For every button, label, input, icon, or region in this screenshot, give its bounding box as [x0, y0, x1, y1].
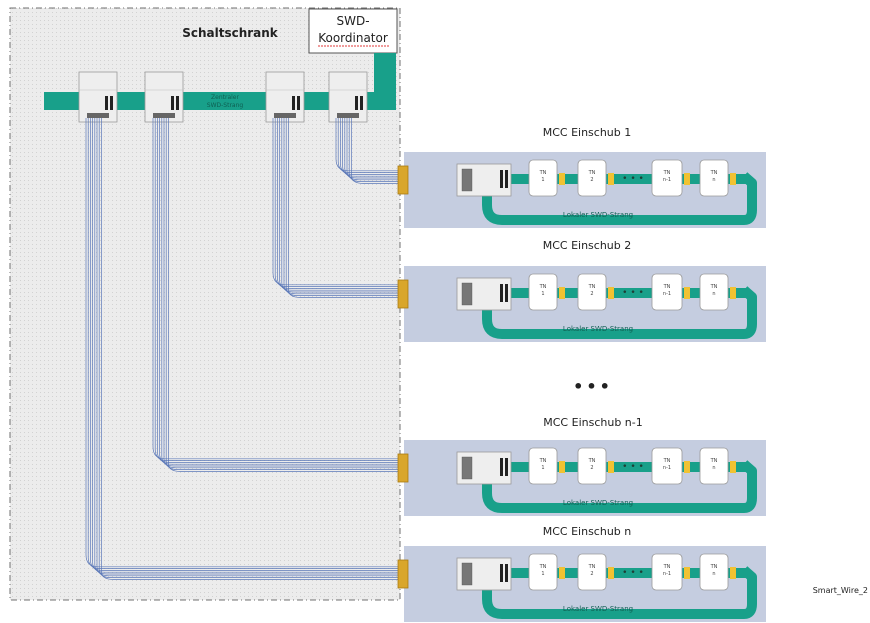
- node-label-line2: n: [712, 465, 715, 471]
- node-tn-n: TN n: [699, 159, 729, 197]
- node-label-line1: TN: [539, 170, 547, 176]
- node-label-line2: n-1: [663, 291, 671, 297]
- node-label-line2: 1: [541, 177, 544, 183]
- node-label-line2: n: [712, 177, 715, 183]
- node-label-line1: TN: [710, 564, 718, 570]
- node-tn-n: TN n: [699, 553, 729, 591]
- drawer-title: MCC Einschub n-1: [543, 416, 642, 429]
- cabinet-gateway-module-3: [265, 71, 305, 123]
- node-label-line1: TN: [539, 564, 547, 570]
- cabinet-gateway-module-2: [144, 71, 184, 123]
- mcc-drawer-2: MCC Einschub 2 Lokaler SWD-Strang TN 1 T…: [397, 239, 766, 342]
- cabinet-gateway-module-4: [328, 71, 368, 123]
- swd-coordinator: SWD- Koordinator: [308, 8, 398, 54]
- node-ellipsis: • • •: [622, 288, 644, 298]
- node-label-line2: n-1: [663, 177, 671, 183]
- node-label-line1: TN: [710, 284, 718, 290]
- wire-bundle-drawer-n: [85, 118, 463, 583]
- local-swd-strand: [482, 168, 757, 225]
- node-label-line2: 1: [541, 571, 544, 577]
- node-tn-n-1: TN n-1: [651, 273, 683, 311]
- drawer-title: MCC Einschub n: [543, 525, 632, 538]
- node-tn-1: TN 1: [528, 447, 558, 485]
- node-label-line2: 1: [541, 465, 544, 471]
- node-ellipsis: • • •: [622, 462, 644, 472]
- node-label-line2: 2: [590, 571, 593, 577]
- node-label-line1: TN: [588, 458, 596, 464]
- node-label-line1: TN: [663, 564, 671, 570]
- node-label-line1: TN: [539, 458, 547, 464]
- central-strand-label-line2: SWD-Strang: [207, 102, 244, 109]
- node-ellipsis: • • •: [622, 174, 644, 184]
- node-tn-n-1: TN n-1: [651, 159, 683, 197]
- node-label-line1: TN: [663, 458, 671, 464]
- node-label-line1: TN: [588, 170, 596, 176]
- local-swd-strand: [482, 456, 757, 513]
- central-strand-label-line1: Zentraler: [211, 94, 239, 101]
- node-tn-n: TN n: [699, 447, 729, 485]
- node-label-line2: 1: [541, 291, 544, 297]
- drawer-connector: [397, 165, 409, 195]
- local-strand-label: Lokaler SWD-Strang: [563, 605, 633, 613]
- drawer-connector: [397, 453, 409, 483]
- node-label-line2: 2: [590, 291, 593, 297]
- node-tn-1: TN 1: [528, 553, 558, 591]
- node-label-line1: TN: [710, 458, 718, 464]
- local-swd-strand: [482, 562, 757, 619]
- drawer-gateway-module: [456, 451, 512, 485]
- node-label-line1: TN: [539, 284, 547, 290]
- node-tn-2: TN 2: [577, 273, 607, 311]
- drawer-connector: [397, 279, 409, 309]
- local-strand-label: Lokaler SWD-Strang: [563, 499, 633, 507]
- figure-id: Smart_Wire_2: [813, 586, 868, 595]
- central-swd-strand: Zentraler SWD-Strang: [44, 53, 396, 110]
- coordinator-label-line1: SWD-: [336, 14, 369, 28]
- local-strand-label: Lokaler SWD-Strang: [563, 325, 633, 333]
- node-tn-2: TN 2: [577, 553, 607, 591]
- node-tn-n: TN n: [699, 273, 729, 311]
- cabinet-title: Schaltschrank: [182, 26, 279, 40]
- node-label-line1: TN: [588, 284, 596, 290]
- node-label-line1: TN: [710, 170, 718, 176]
- node-label-line2: n: [712, 571, 715, 577]
- node-tn-n-1: TN n-1: [651, 553, 683, 591]
- drawer-gateway-module: [456, 557, 512, 591]
- node-label-line1: TN: [663, 170, 671, 176]
- node-label-line1: TN: [588, 564, 596, 570]
- node-label-line2: n: [712, 291, 715, 297]
- local-swd-strand: [482, 282, 757, 339]
- node-tn-1: TN 1: [528, 159, 558, 197]
- node-label-line2: 2: [590, 465, 593, 471]
- drawer-title: MCC Einschub 1: [543, 126, 632, 139]
- node-label-line2: 2: [590, 177, 593, 183]
- node-tn-n-1: TN n-1: [651, 447, 683, 485]
- cabinet-gateway-module-1: [78, 71, 118, 123]
- node-tn-2: TN 2: [577, 159, 607, 197]
- mcc-drawer-n: MCC Einschub n Lokaler SWD-Strang TN 1 T…: [397, 525, 766, 622]
- coordinator-label-line2: Koordinator: [318, 31, 388, 45]
- mcc-drawer-1: MCC Einschub 1 Lokaler SWD-Strang TN 1 T…: [397, 126, 766, 228]
- drawer-connector: [397, 559, 409, 589]
- drawers-ellipsis: •••: [573, 377, 613, 396]
- node-label-line1: TN: [663, 284, 671, 290]
- node-tn-1: TN 1: [528, 273, 558, 311]
- node-label-line2: n-1: [663, 571, 671, 577]
- mcc-drawer-n-1: MCC Einschub n-1 Lokaler SWD-Strang TN 1…: [397, 416, 766, 516]
- wire-bundle-drawer-2: [272, 118, 463, 301]
- node-tn-2: TN 2: [577, 447, 607, 485]
- node-label-line2: n-1: [663, 465, 671, 471]
- node-ellipsis: • • •: [622, 568, 644, 578]
- drawer-gateway-module: [456, 163, 512, 197]
- drawer-title: MCC Einschub 2: [543, 239, 632, 252]
- drawer-gateway-module: [456, 277, 512, 311]
- local-strand-label: Lokaler SWD-Strang: [563, 211, 633, 219]
